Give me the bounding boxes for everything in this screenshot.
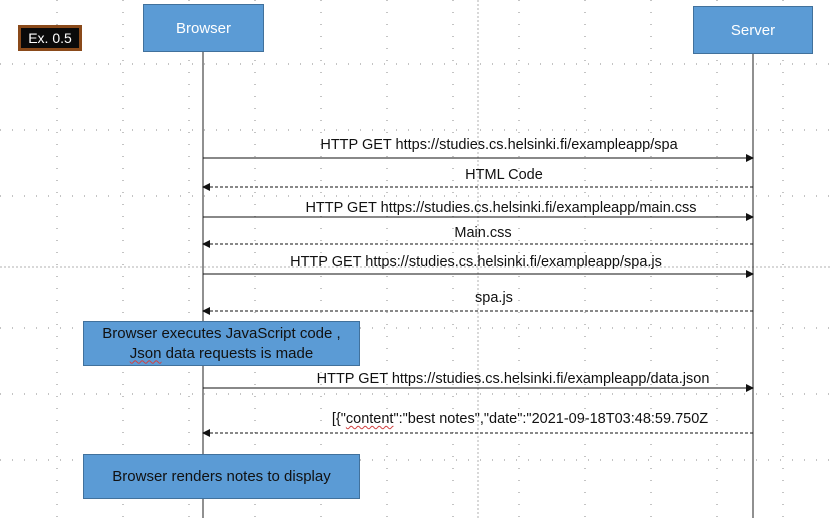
note-1-line-2: Json data requests is made [130, 344, 313, 364]
message-label-4: Main.css [454, 225, 512, 241]
note-2-line-1: Browser renders notes to display [112, 467, 331, 485]
message-label-8-prefix: [{" [331, 411, 346, 427]
message-label-7: HTTP GET https://studies.cs.helsinki.fi/… [316, 371, 710, 387]
message-label-5: HTTP GET https://studies.cs.helsinki.fi/… [290, 254, 662, 270]
note-1-line-2-rest: data requests is made [161, 344, 314, 362]
message-label-2: HTML Code [465, 167, 543, 183]
note-1-line-2-squiggle: Json [129, 344, 162, 362]
server-actor-box: Server [693, 6, 813, 54]
message-label-8-squiggle: content [345, 411, 394, 427]
note-renders-notes: Browser renders notes to display [83, 454, 360, 499]
exercise-badge-label: Ex. 0.5 [28, 30, 72, 46]
browser-actor-label: Browser [175, 19, 231, 37]
message-label-6: spa.js [475, 290, 513, 306]
message-label-8-suffix: ":"best notes","date":"2021-09-18T03:48:… [393, 411, 709, 427]
message-label-8: [{"content":"best notes","date":"2021-09… [332, 411, 708, 427]
message-label-1: HTTP GET https://studies.cs.helsinki.fi/… [320, 137, 678, 153]
server-actor-label: Server [730, 21, 776, 39]
message-label-3: HTTP GET https://studies.cs.helsinki.fi/… [305, 200, 697, 216]
exercise-badge: Ex. 0.5 [18, 25, 82, 51]
note-executes-javascript: Browser executes JavaScript code , Json … [83, 321, 360, 366]
browser-actor-box: Browser [143, 4, 264, 52]
note-1-line-1: Browser executes JavaScript code , [102, 324, 341, 342]
